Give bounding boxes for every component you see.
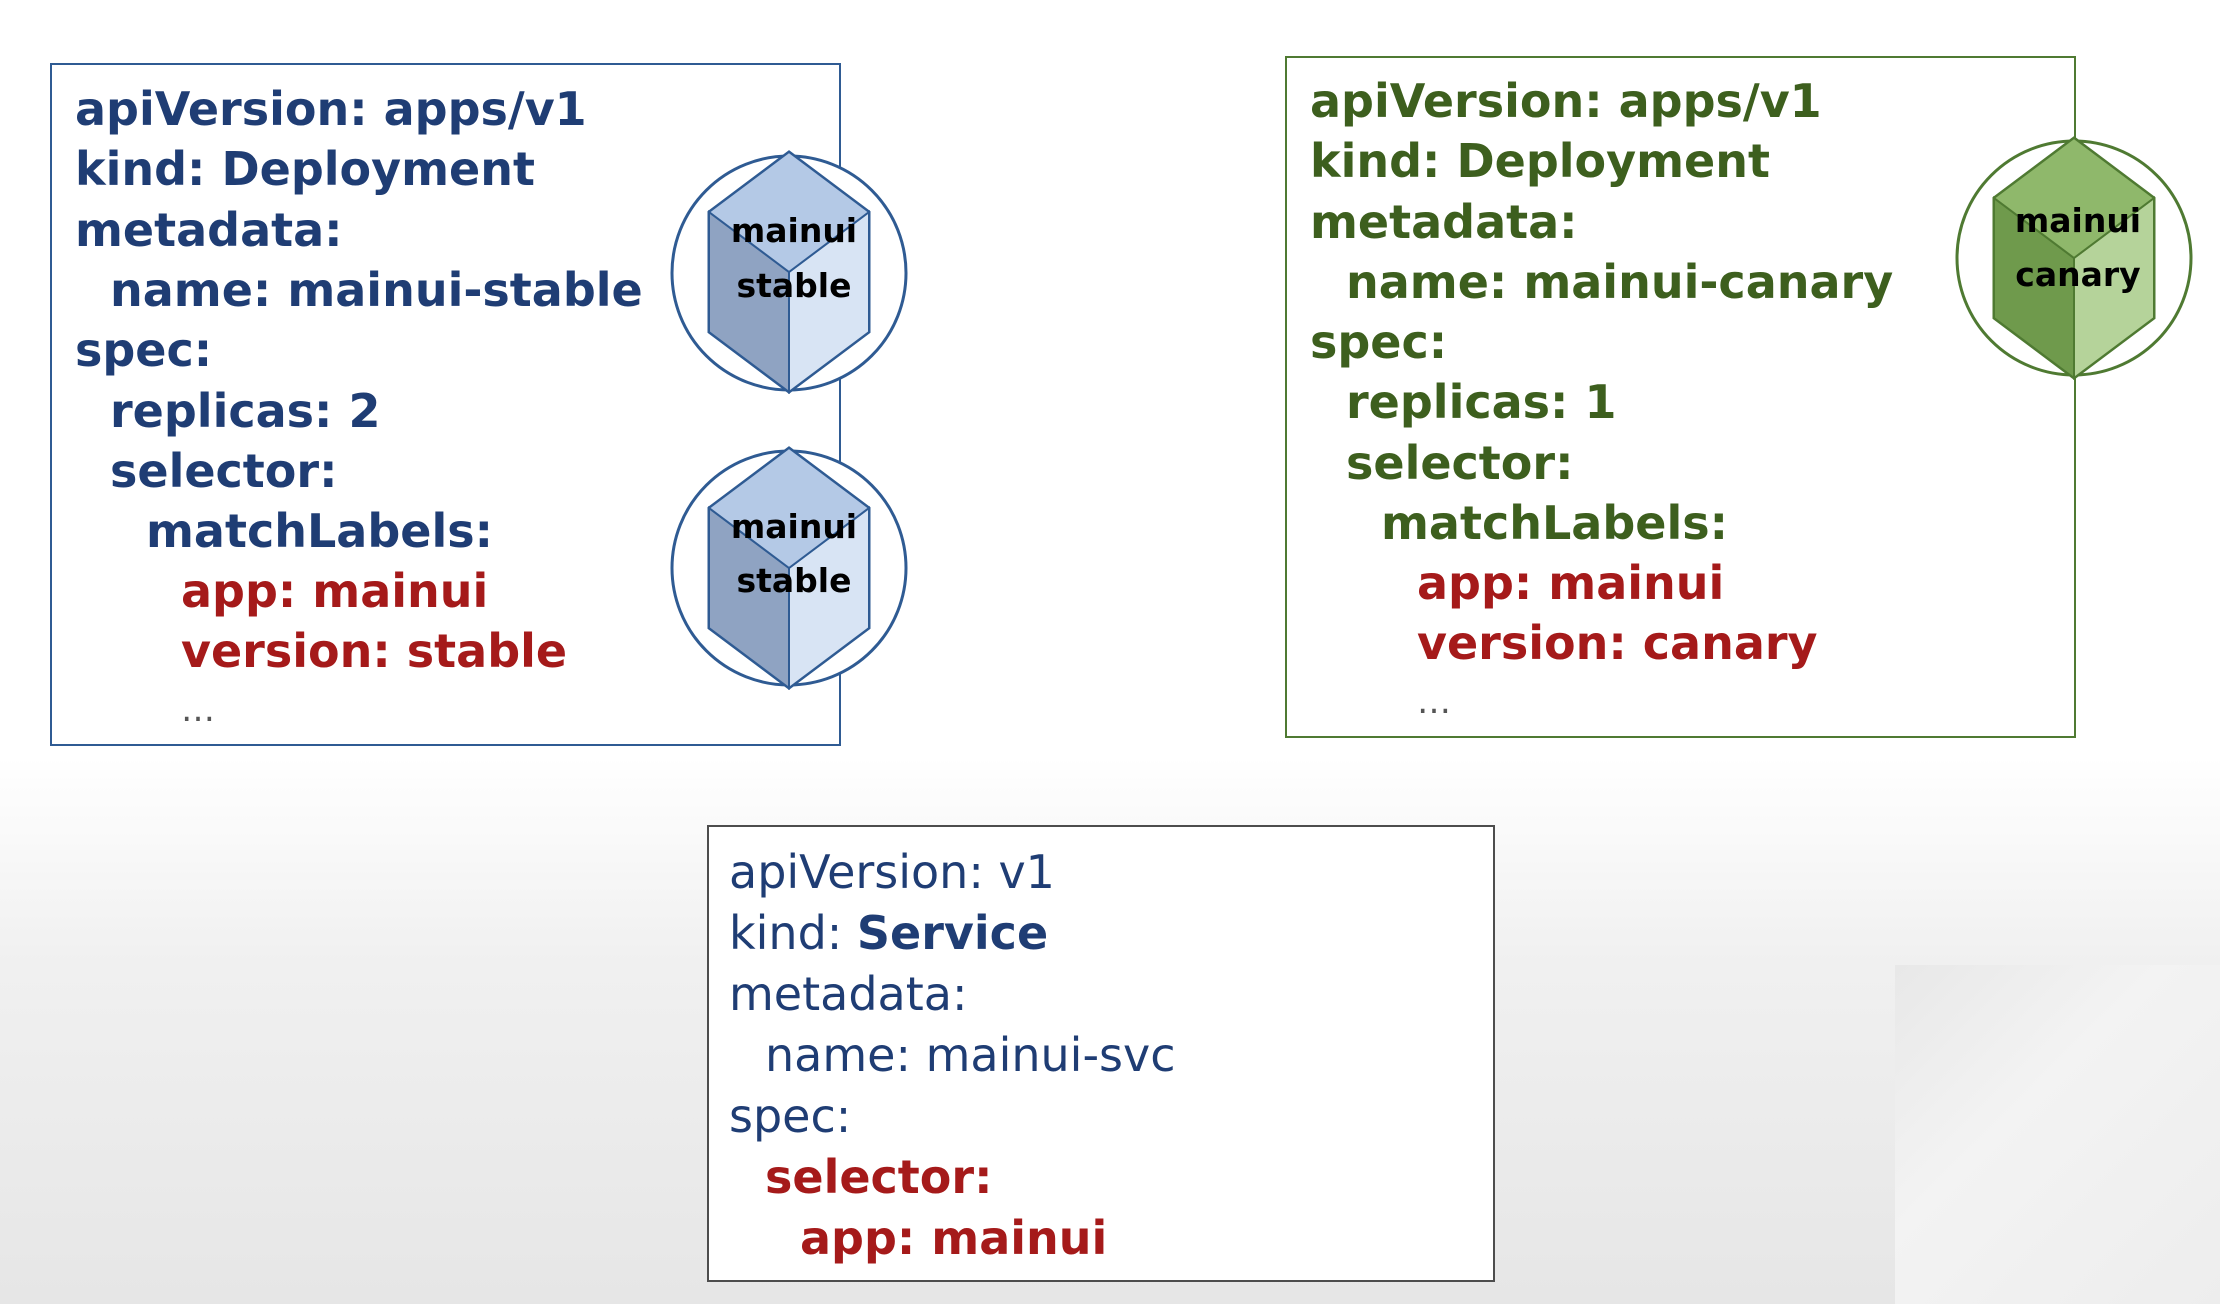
pod-label-line2: canary [2015, 255, 2140, 294]
canary-deployment-box [1285, 56, 2076, 738]
yaml-line: metadata: [729, 967, 968, 1021]
cube-top-face [1992, 136, 2156, 260]
yaml-label-line: version: stable [181, 624, 568, 678]
yaml-label-line: app: mainui [1417, 556, 1725, 610]
yaml-label-line: app: mainui [800, 1211, 1108, 1265]
pod-stable-1: mainui stable [670, 150, 908, 394]
yaml-line: spec: [75, 323, 213, 377]
yaml-selector-line: selector: [765, 1150, 993, 1204]
pod-label-line1: mainui [731, 211, 857, 250]
yaml-line: kind: Deployment [1310, 134, 1770, 188]
yaml-line: name: mainui-canary [1346, 255, 1894, 309]
cube-top-face [707, 446, 871, 570]
yaml-label-line: app: mainui [181, 564, 489, 618]
yaml-line: apiVersion: apps/v1 [75, 82, 587, 136]
pod-label-line2: stable [736, 266, 851, 305]
service-box [707, 825, 1495, 1282]
ellipsis: … [1417, 682, 1451, 722]
background-patch [1895, 965, 2220, 1304]
yaml-line: apiVersion: v1 [729, 845, 1055, 899]
yaml-line: metadata: [1310, 195, 1578, 249]
cube-top-face [707, 150, 871, 274]
pod-label-line2: stable [736, 561, 851, 600]
yaml-line: apiVersion: apps/v1 [1310, 74, 1822, 128]
yaml-line: replicas: 1 [1346, 375, 1617, 429]
yaml-line: kind: Deployment [75, 142, 535, 196]
yaml-line: spec: [729, 1089, 852, 1143]
yaml-line: selector: [1346, 436, 1574, 490]
yaml-line: name: mainui-stable [110, 263, 643, 317]
yaml-line: name: mainui-svc [765, 1028, 1176, 1082]
pod-canary-1: mainui canary [1955, 136, 2193, 380]
yaml-line: selector: [110, 444, 338, 498]
yaml-line: spec: [1310, 315, 1448, 369]
yaml-label-line: version: canary [1417, 616, 1818, 670]
pod-label-line1: mainui [731, 507, 857, 546]
yaml-kind-line: kind: Service [729, 910, 1048, 956]
yaml-line: metadata: [75, 203, 343, 257]
yaml-value: Service [856, 906, 1049, 960]
yaml-key: kind: [729, 906, 857, 960]
pod-stable-2: mainui stable [670, 446, 908, 690]
ellipsis: … [181, 690, 215, 730]
pod-label-line1: mainui [2015, 201, 2141, 240]
yaml-line: replicas: 2 [110, 384, 381, 438]
yaml-line: matchLabels: [146, 504, 493, 558]
yaml-line: matchLabels: [1381, 496, 1728, 550]
